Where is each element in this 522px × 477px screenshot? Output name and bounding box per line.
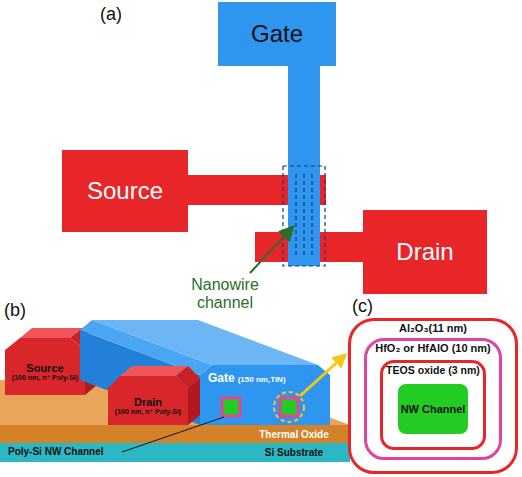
drain-block [108, 376, 188, 425]
callout-label: Nanowire channel [180, 276, 270, 312]
node-text: HfO₂ or HfAlO (10 nm) [375, 342, 491, 354]
source-block [5, 338, 85, 395]
nanowires [296, 174, 312, 258]
high-k-shell: HfO₂ or HfAlO (10 nm) TEOS oxide (3 nm) NW… [364, 338, 502, 460]
node-text: (150 nm,TiN) [238, 375, 286, 384]
callout-label: Poly-Si NW Channel [8, 446, 120, 457]
node-text: Si Substrate [265, 447, 323, 458]
panel-label: (a) [100, 4, 140, 25]
gate-block: Gate(150 nm,TiN) [200, 367, 330, 391]
node-text: Source [26, 362, 63, 374]
node-text: NW Channel [401, 403, 466, 415]
teos-shell: TEOS oxide (3 nm) NW Channel [380, 360, 486, 450]
panel-label: (b) [4, 300, 44, 321]
node-text: Gate [251, 20, 303, 48]
node-text: Gate [208, 371, 235, 385]
substrate-layer: Si Substrate [240, 443, 348, 462]
nw-channel [280, 398, 298, 416]
node-text: Thermal Oxide [259, 429, 328, 440]
drain-block: Drain(100 nm, n⁺ Poly-Si) [108, 388, 188, 424]
node-text: Drain [134, 396, 162, 408]
gate-pad: Gate [218, 2, 336, 66]
channel-outline [283, 166, 325, 266]
leader-line [122, 417, 224, 452]
node-text: Al₂O₃(11 nm) [399, 322, 467, 334]
node-text: Source [87, 177, 163, 205]
oxide-layer: Thermal Oxide [240, 425, 348, 443]
si-substrate [0, 443, 350, 462]
layout-view [186, 64, 365, 273]
zoom-arrow [300, 356, 344, 396]
node-text: TEOS oxide (3 nm) [386, 364, 480, 376]
leader-arrow [250, 228, 292, 273]
al2o3-shell: Al₂O₃(11 nm) HfO₂ or HfAlO (10 nm) TEOS ox… [348, 318, 518, 474]
panel-label: (c) [352, 296, 392, 317]
node-text: Drain [396, 238, 453, 266]
source-pad: Source [62, 150, 188, 232]
gate-stem [288, 64, 320, 266]
source-block: Source(100 nm, n⁺ Poly-Si) [5, 352, 85, 392]
3d-view [0, 320, 350, 462]
node-text: (100 nm, n⁺ Poly-Si) [12, 374, 78, 382]
drain-pad: Drain [363, 210, 487, 294]
gate-top [92, 320, 318, 365]
nw-channel [222, 398, 240, 416]
node-text: (100 nm, n⁺ Poly-Si) [115, 408, 181, 416]
nw-core: NW Channel [398, 384, 468, 434]
highlight-circle [274, 392, 304, 422]
gate-front [200, 365, 330, 425]
